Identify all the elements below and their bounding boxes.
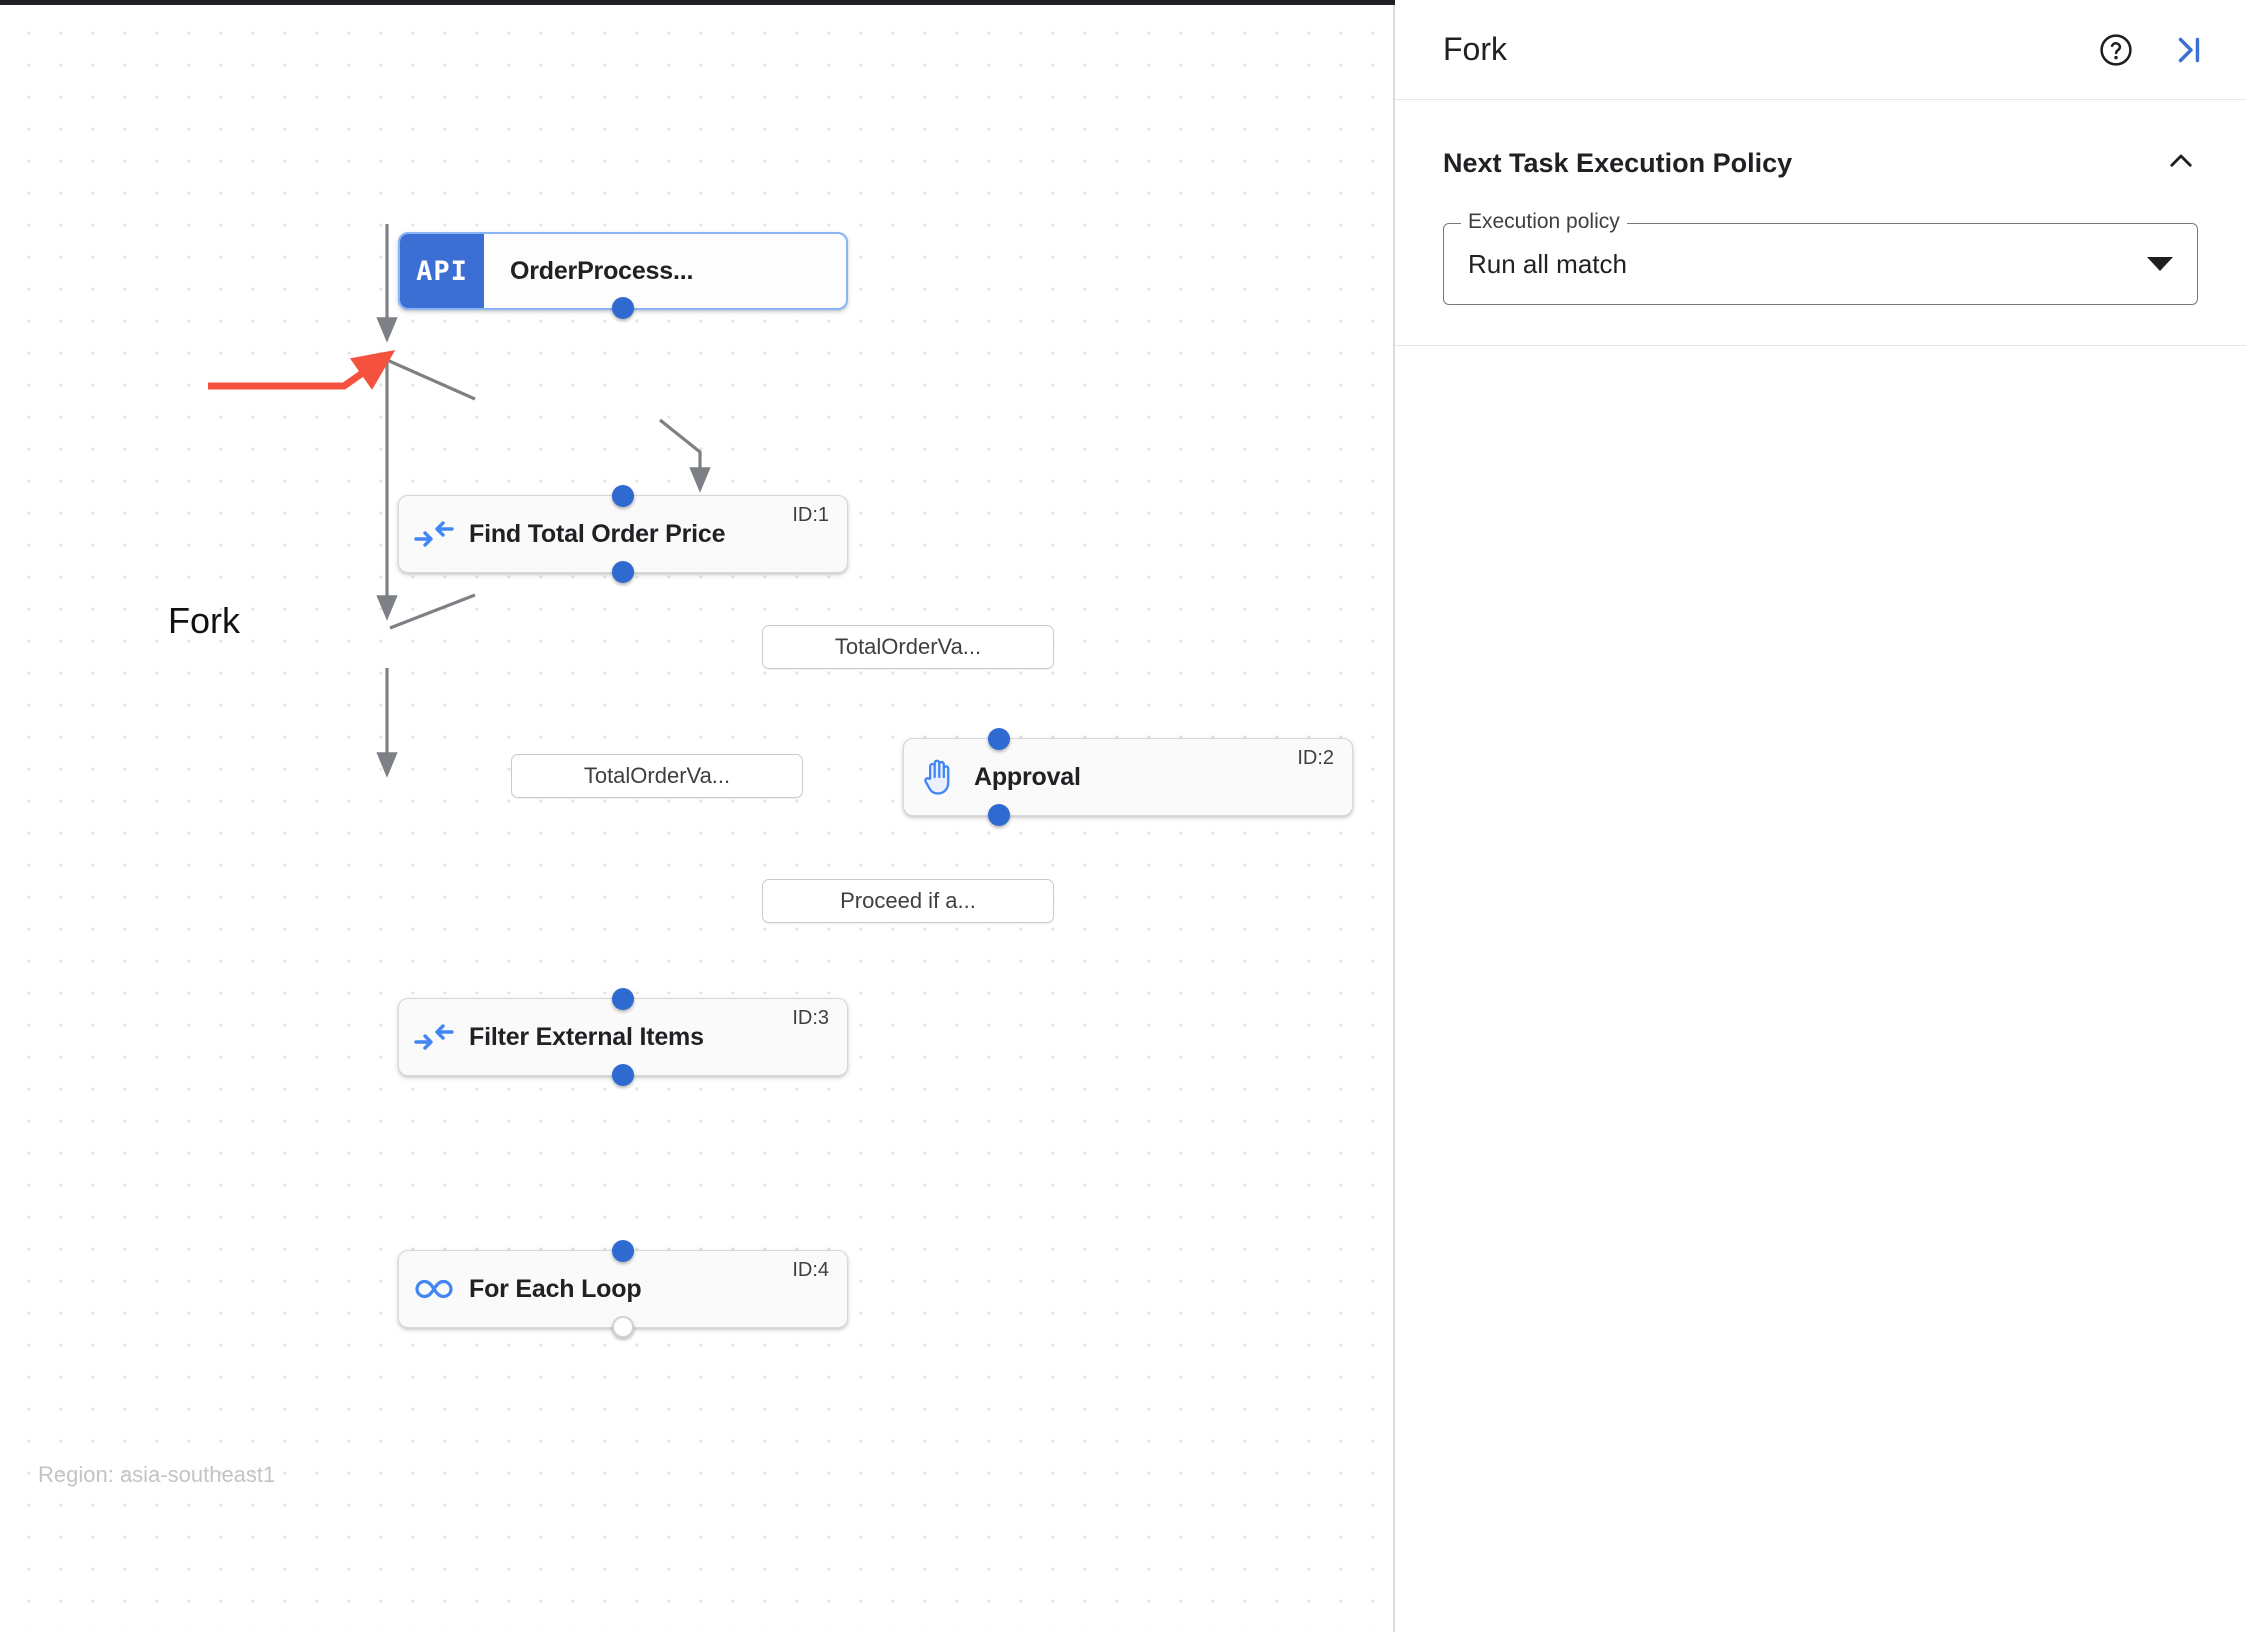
workflow-canvas[interactable]: Fork API OrderProcess... [0, 0, 1395, 1632]
raised-hand-icon [904, 758, 974, 796]
connector-out[interactable] [612, 561, 634, 583]
node-id-label: ID:4 [792, 1259, 829, 1281]
fork-annotation-label: Fork [168, 600, 240, 641]
help-circle-icon[interactable] [2094, 28, 2138, 72]
connector-out[interactable] [988, 804, 1010, 826]
connector-in[interactable] [612, 988, 634, 1010]
panel-header: Fork [1395, 0, 2246, 100]
top-divider [0, 0, 1395, 5]
edge-label3-to-trunk [389, 593, 476, 630]
execution-policy-label: Execution policy [1461, 210, 1627, 234]
edge-label1-to-approval [659, 418, 711, 493]
connector-in[interactable] [612, 1240, 634, 1262]
execution-policy-value: Run all match [1468, 248, 1627, 279]
connector-out[interactable] [612, 1064, 634, 1086]
node-title: For Each Loop [469, 1274, 642, 1303]
node-title: Approval [974, 762, 1081, 791]
chevron-up-icon[interactable] [2164, 144, 2198, 183]
execution-policy-field[interactable]: Execution policy Run all match [1443, 210, 2198, 305]
node-id-label: ID:3 [792, 1007, 829, 1029]
node-title: Filter External Items [469, 1022, 704, 1051]
panel-title: Fork [1443, 31, 1507, 67]
node-filter-external-items[interactable]: Filter External Items ID:3 [398, 988, 848, 1086]
next-task-execution-policy-section: Next Task Execution Policy Execution pol… [1395, 100, 2246, 346]
edge-label-total-order-value-2[interactable]: TotalOrderVa... [511, 754, 803, 798]
edge-find-to-label1 [386, 358, 476, 401]
collapse-panel-right-icon[interactable] [2166, 28, 2210, 72]
caret-down-icon[interactable] [2147, 257, 2173, 271]
node-order-process[interactable]: API OrderProcess... [398, 232, 848, 319]
section-header[interactable]: Next Task Execution Policy [1443, 144, 2198, 183]
node-title: Find Total Order Price [469, 519, 726, 548]
region-caption: Region: asia-southeast1 [38, 1462, 276, 1487]
fork-annotation-arrow [208, 349, 396, 390]
connector-in[interactable] [988, 728, 1010, 750]
node-approval[interactable]: Approval ID:2 [903, 728, 1353, 826]
execution-policy-select[interactable]: Run all match [1443, 223, 2198, 305]
node-for-each-loop[interactable]: For Each Loop ID:4 [398, 1240, 848, 1338]
edge-label-proceed-if[interactable]: Proceed if a... [762, 879, 1054, 923]
infinity-icon [399, 1277, 469, 1301]
arrows-collapse-icon [399, 521, 469, 547]
arrows-collapse-icon [399, 1024, 469, 1050]
node-id-label: ID:2 [1297, 747, 1334, 769]
node-id-label: ID:1 [792, 504, 829, 526]
node-find-total-order-price[interactable]: Find Total Order Price ID:1 [398, 485, 848, 583]
connector-out[interactable] [612, 1316, 634, 1338]
connector-in[interactable] [612, 485, 634, 507]
api-badge-icon: API [400, 234, 484, 308]
connector-out[interactable] [612, 297, 634, 319]
edge-label-total-order-value-1[interactable]: TotalOrderVa... [762, 625, 1054, 669]
canvas-panel-divider [1393, 0, 1395, 1632]
node-title: OrderProcess... [510, 256, 694, 285]
properties-panel: Fork Next Task [1395, 0, 2246, 1632]
section-title: Next Task Execution Policy [1443, 148, 1793, 178]
panel-header-actions [2094, 28, 2210, 72]
